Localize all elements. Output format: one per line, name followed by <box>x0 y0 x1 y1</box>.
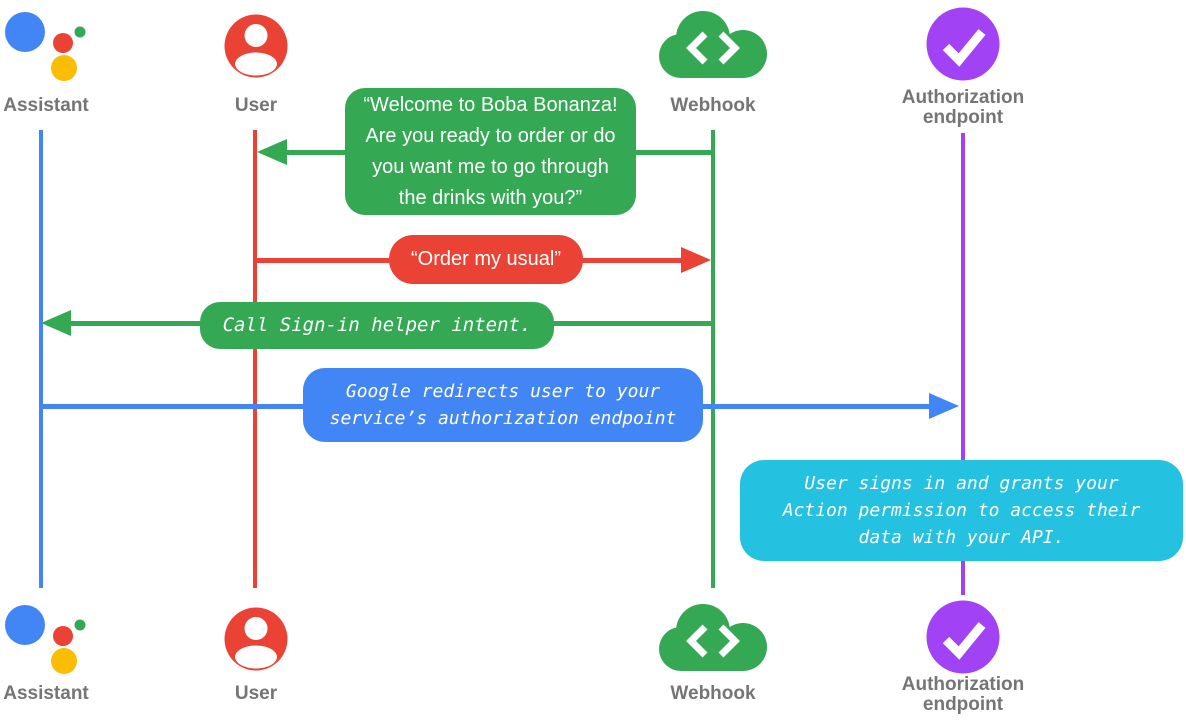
actor-label-assistant: Assistant <box>3 95 89 116</box>
actor-label-authorization-endpoint: Authorization endpoint <box>901 674 1025 715</box>
message-bubble-welcome: “Welcome to Boba Bonanza! Are you ready … <box>345 88 636 215</box>
cloud-code-icon <box>659 11 767 78</box>
arrowhead-left-icon <box>41 310 71 336</box>
google-assistant-icon <box>5 12 86 81</box>
message-bubble-signin: Call Sign-in helper intent. <box>200 302 554 349</box>
arrowhead-left-icon <box>257 139 287 165</box>
actor-label-webhook: Webhook <box>670 683 756 704</box>
arrowhead-right-icon <box>681 247 711 273</box>
actor-label-user: User <box>234 683 278 704</box>
lifeline-assistant <box>39 130 43 588</box>
lifeline-authorization-endpoint <box>961 133 965 595</box>
note-bubble-user-signs-in: User signs in and grants your Action per… <box>740 460 1183 561</box>
actor-label-authorization-endpoint: Authorization endpoint <box>901 87 1025 128</box>
message-bubble-redirect: Google redirects user to your service’s … <box>303 368 703 442</box>
person-icon <box>224 607 288 671</box>
person-icon <box>224 14 288 78</box>
actor-label-webhook: Webhook <box>670 95 756 116</box>
actor-label-user: User <box>234 95 278 116</box>
check-circle-icon <box>926 600 1000 674</box>
check-circle-icon <box>926 7 1000 81</box>
actor-label-assistant: Assistant <box>3 683 89 704</box>
cloud-code-icon <box>659 604 767 671</box>
message-bubble-order: “Order my usual” <box>389 235 583 284</box>
lifeline-user <box>253 130 257 588</box>
lifeline-webhook <box>711 130 715 588</box>
google-assistant-icon <box>5 605 86 674</box>
arrowhead-right-icon <box>929 393 959 419</box>
